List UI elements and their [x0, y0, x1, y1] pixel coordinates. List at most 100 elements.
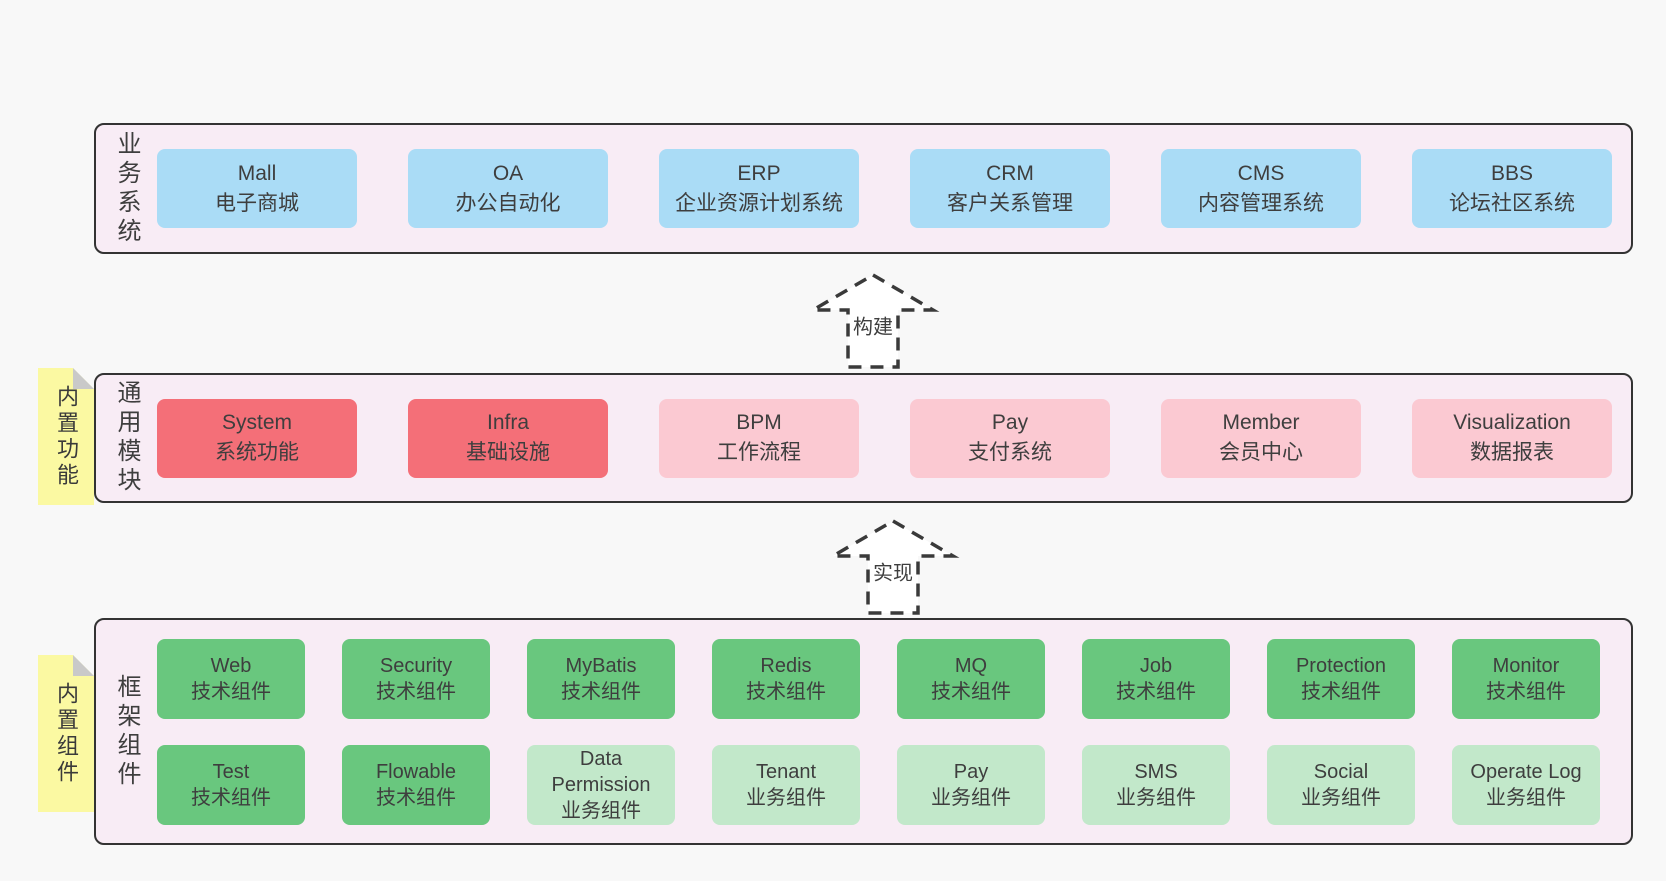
- box-title: BPM: [736, 411, 782, 434]
- section-title-vertical: 框架组件: [113, 673, 140, 790]
- box-title: Monitor: [1492, 654, 1560, 677]
- box-member: Member 会员中心: [1161, 398, 1361, 478]
- box-subtitle: 业务组件: [561, 799, 641, 822]
- box-subtitle: 论坛社区系统: [1449, 191, 1575, 215]
- arrow-label: 实现: [870, 555, 916, 587]
- box-row: System 系统功能 Infra 基础设施 BPM 工作流程 Pay 支付系统 Member 会…: [157, 398, 1631, 478]
- box-protection: Protection 技术组件: [1267, 638, 1415, 719]
- box-subtitle: 技术组件: [1116, 680, 1196, 703]
- box-area: System 系统功能 Infra 基础设施 BPM 工作流程 Pay 支付系统 Member 会…: [157, 375, 1631, 501]
- box-tenant: Tenant 业务组件: [712, 744, 860, 825]
- box-subtitle: 客户关系管理: [947, 191, 1073, 215]
- box-subtitle: 业务组件: [1486, 786, 1566, 809]
- box-mq: MQ 技术组件: [897, 638, 1045, 719]
- box-title: MQ: [954, 654, 988, 677]
- box-subtitle: 工作流程: [717, 441, 801, 464]
- box-title: ERP: [737, 161, 781, 185]
- box-security: Security 技术组件: [342, 638, 490, 719]
- box-subtitle: 支付系统: [968, 441, 1052, 464]
- box-monitor: Monitor 技术组件: [1452, 638, 1600, 719]
- box-subtitle: 业务组件: [746, 786, 826, 809]
- sticky-fold-corner: [73, 655, 94, 676]
- box-subtitle: 内容管理系统: [1198, 191, 1324, 215]
- box-title: Pay: [991, 411, 1029, 434]
- arrow-label: 构建: [850, 309, 896, 341]
- box-title: Flowable: [375, 760, 457, 783]
- sticky-label: 内置功能: [54, 384, 79, 489]
- box-title: Job: [1139, 654, 1173, 677]
- box-title: System: [221, 411, 292, 434]
- sticky-builtin-features: 内置功能: [38, 368, 94, 505]
- box-operate-log: Operate Log 业务组件: [1452, 744, 1600, 825]
- box-title: OA: [492, 161, 524, 185]
- box-subtitle: 基础设施: [466, 441, 550, 464]
- box-subtitle: 技术组件: [561, 680, 641, 703]
- box-subtitle: 会员中心: [1219, 441, 1303, 464]
- box-subtitle: 技术组件: [191, 786, 271, 809]
- section-title-vertical: 通用模块: [113, 380, 140, 496]
- box-title: Operate Log: [1470, 760, 1582, 783]
- section-common-modules: 通用模块 System 系统功能 Infra 基础设施 BPM 工作流程 Pay 支付系统 Me…: [94, 373, 1633, 503]
- box-title: Data Permission: [551, 747, 651, 796]
- box-title: SMS: [1134, 760, 1178, 783]
- box-bpm: BPM 工作流程: [659, 398, 859, 478]
- box-job: Job 技术组件: [1082, 638, 1230, 719]
- box-title: Mall: [237, 161, 277, 185]
- box-subtitle: 技术组件: [1486, 680, 1566, 703]
- box-title: CMS: [1237, 161, 1285, 185]
- box-subtitle: 技术组件: [376, 680, 456, 703]
- box-subtitle: 电子商城: [215, 191, 299, 215]
- box-subtitle: 系统功能: [215, 441, 299, 464]
- box-pay: Pay 支付系统: [910, 398, 1110, 478]
- arrow-build: 构建: [806, 272, 940, 369]
- box-crm: CRM 客户关系管理: [910, 149, 1110, 228]
- box-cms: CMS 内容管理系统: [1161, 149, 1361, 228]
- box-infra: Infra 基础设施: [408, 398, 608, 478]
- box-subtitle: 技术组件: [191, 680, 271, 703]
- box-title: Test: [212, 760, 250, 783]
- box-mybatis: MyBatis 技术组件: [527, 638, 675, 719]
- box-subtitle: 技术组件: [931, 680, 1011, 703]
- box-subtitle: 业务组件: [1301, 786, 1381, 809]
- box-title: Redis: [760, 654, 812, 677]
- section-title-vertical: 业务系统: [113, 130, 140, 247]
- box-bbs: BBS 论坛社区系统: [1412, 149, 1612, 228]
- box-data-permission: Data Permission 业务组件: [527, 744, 675, 825]
- box-title: Tenant: [755, 760, 817, 783]
- box-web: Web 技术组件: [157, 638, 305, 719]
- box-subtitle: 技术组件: [746, 680, 826, 703]
- box-subtitle: 技术组件: [1301, 680, 1381, 703]
- box-redis: Redis 技术组件: [712, 638, 860, 719]
- arrow-implement: 实现: [826, 518, 960, 615]
- sticky-fold-corner: [73, 368, 94, 389]
- box-title: Member: [1222, 411, 1300, 434]
- box-title: Infra: [486, 411, 530, 434]
- box-title: Social: [1313, 760, 1369, 783]
- box-subtitle: 业务组件: [1116, 786, 1196, 809]
- box-test: Test 技术组件: [157, 744, 305, 825]
- box-title: CRM: [986, 161, 1034, 185]
- box-mall: Mall 电子商城: [157, 149, 357, 228]
- box-title: Security: [379, 654, 453, 677]
- box-title: Visualization: [1453, 411, 1571, 434]
- box-sms: SMS 业务组件: [1082, 744, 1230, 825]
- box-subtitle: 业务组件: [931, 786, 1011, 809]
- box-title: Web: [210, 654, 252, 677]
- box-social: Social 业务组件: [1267, 744, 1415, 825]
- box-title: BBS: [1490, 161, 1534, 185]
- sticky-label: 内置组件: [54, 681, 79, 786]
- box-title: MyBatis: [565, 654, 637, 677]
- box-title: Protection: [1295, 654, 1387, 677]
